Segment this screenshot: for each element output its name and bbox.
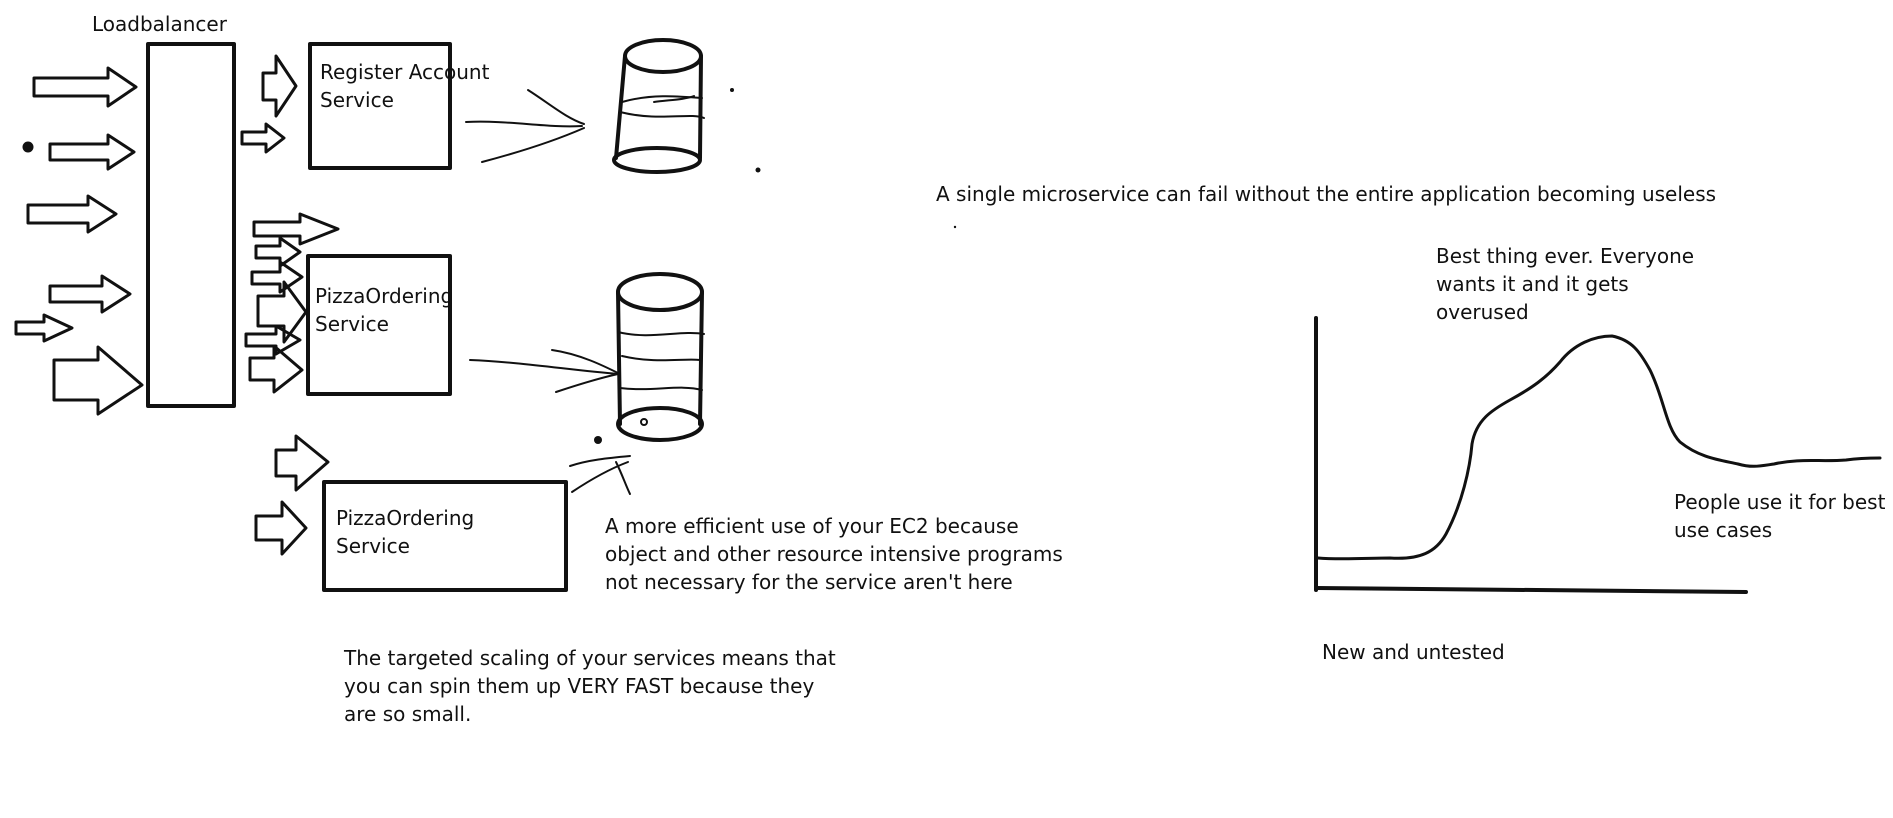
note-efficient-use: A more efficient use of your EC2 because… xyxy=(605,514,1063,594)
request-arrow xyxy=(14,313,74,343)
pizza-service-2-arrows xyxy=(254,434,330,556)
ink-dot xyxy=(730,88,734,92)
register-account-service-box xyxy=(308,42,452,170)
note-single-failure: A single microservice can fail without t… xyxy=(936,182,1717,206)
ink-dot xyxy=(755,167,761,173)
hype-start-label: New and untested xyxy=(1322,640,1505,664)
service-arrow xyxy=(250,260,304,294)
service-arrow xyxy=(261,54,298,118)
incoming-request-arrows xyxy=(14,66,144,416)
request-arrow xyxy=(26,194,118,234)
loadbalancer-box xyxy=(146,42,236,408)
ink-dot xyxy=(953,225,957,229)
pizza-ordering-service-box-2 xyxy=(322,480,568,592)
pizza-service-1-arrows xyxy=(244,212,340,394)
pizza-ordering-service-1-label: PizzaOrdering Service xyxy=(315,284,454,336)
service-arrow xyxy=(254,500,308,556)
service-db-connectors xyxy=(465,89,631,495)
hype-curve-line xyxy=(1316,334,1882,561)
register-service-arrows xyxy=(240,54,298,154)
service-arrow xyxy=(256,280,308,344)
connector-line xyxy=(569,455,631,467)
ink-dot xyxy=(22,141,34,153)
request-arrow xyxy=(52,345,144,416)
connector-line xyxy=(465,120,583,128)
x-axis xyxy=(1314,586,1748,594)
pizza-ordering-service-2-label: PizzaOrdering Service xyxy=(336,506,475,558)
service-arrow xyxy=(252,212,340,246)
service-arrow xyxy=(254,236,302,268)
ink-dot xyxy=(594,436,602,444)
request-arrow xyxy=(48,133,136,171)
hype-curve-sketch xyxy=(1314,316,1882,594)
connector-line xyxy=(469,359,619,375)
service-arrow xyxy=(248,344,304,394)
service-arrow xyxy=(274,434,330,492)
database-cylinder-1 xyxy=(612,38,705,174)
register-account-service-label: Register Account Service xyxy=(320,60,490,112)
request-arrow xyxy=(48,274,132,314)
service-arrow xyxy=(240,122,286,154)
connector-line xyxy=(555,373,619,393)
hype-plateau-label: People use it for best use cases xyxy=(1674,490,1886,542)
database-cylinder-2 xyxy=(616,272,705,442)
connector-line xyxy=(615,461,631,495)
loadbalancer-label: Loadbalancer xyxy=(92,12,227,36)
service-arrow xyxy=(244,324,302,356)
connector-line xyxy=(481,127,585,163)
connector-line xyxy=(551,349,621,375)
pizza-ordering-service-box-1 xyxy=(306,254,452,396)
note-targeted-scaling: The targeted scaling of your services me… xyxy=(344,646,836,726)
connector-line xyxy=(527,89,585,125)
connector-line xyxy=(571,461,629,493)
hype-peak-label: Best thing ever. Everyone wants it and i… xyxy=(1436,244,1695,324)
request-arrow xyxy=(32,66,138,108)
